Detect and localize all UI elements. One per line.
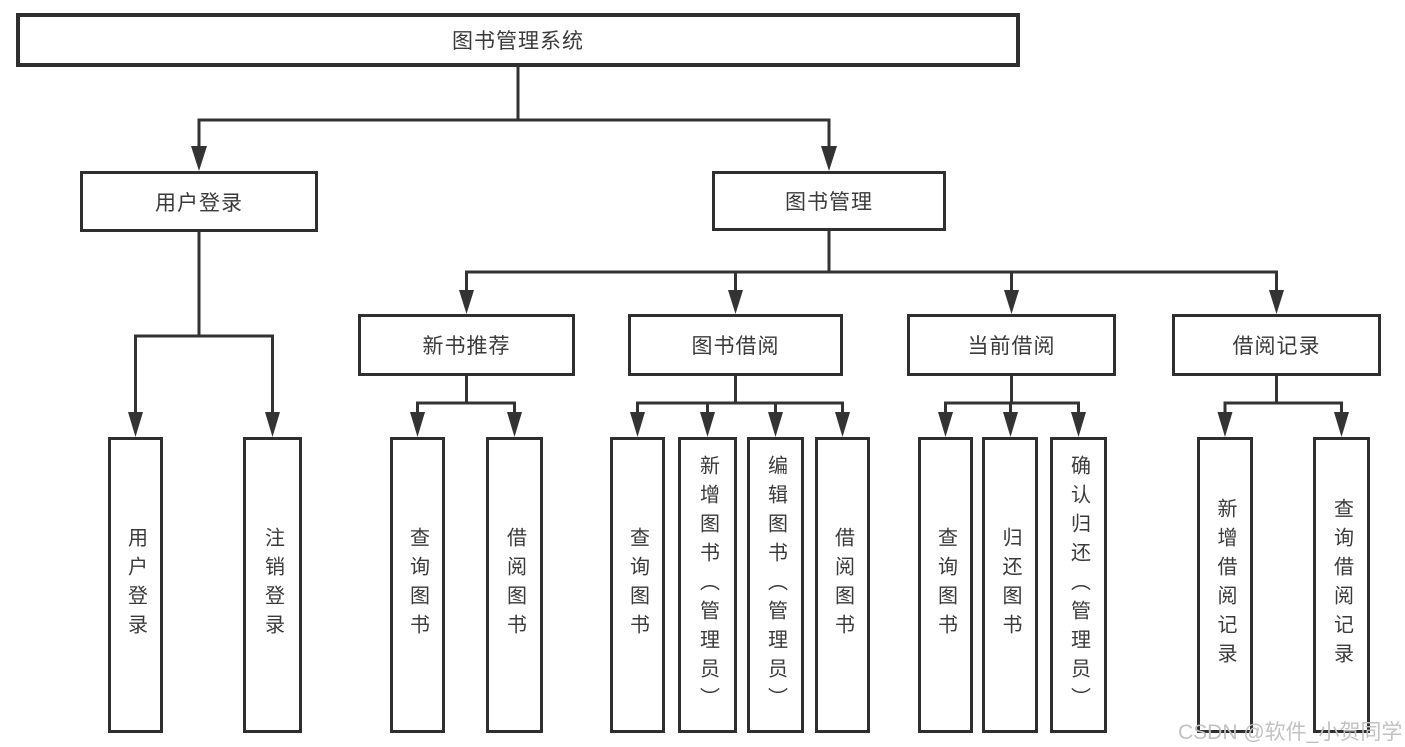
node-leaf-borrow-books-2-label: 借阅图书	[831, 527, 854, 643]
node-current-borrowing-label: 当前借阅	[967, 335, 1056, 358]
node-leaf-query-books-1-label: 查询图书	[406, 527, 429, 643]
csdn-watermark: CSDN @软件_小贺同学	[1178, 721, 1403, 744]
node-borrowing-records: 借阅记录	[1172, 314, 1381, 376]
node-leaf-return-books: 归还图书	[982, 437, 1038, 733]
node-borrowing-records-label: 借阅记录	[1232, 335, 1321, 358]
node-leaf-borrow-books-1-label: 借阅图书	[503, 527, 526, 643]
node-leaf-query-books-3: 查询图书	[918, 437, 973, 733]
node-new-book-recommend-label: 新书推荐	[422, 335, 511, 358]
node-leaf-query-borrow-record: 查询借阅记录	[1313, 437, 1370, 733]
node-leaf-borrow-books-2: 借阅图书	[815, 437, 870, 733]
node-leaf-query-books-3-label: 查询图书	[934, 527, 957, 643]
node-book-borrowing: 图书借阅	[628, 314, 843, 376]
node-leaf-edit-books-admin-label: 编辑图书（管理员）	[764, 454, 787, 716]
node-user-login-label: 用户登录	[155, 191, 243, 215]
node-leaf-confirm-return-admin-label: 确认归还（管理员）	[1067, 454, 1090, 716]
node-current-borrowing: 当前借阅	[907, 314, 1116, 376]
node-leaf-add-books-admin: 新增图书（管理员）	[678, 437, 737, 733]
node-leaf-return-books-label: 归还图书	[999, 527, 1021, 643]
node-leaf-add-borrow-record: 新增借阅记录	[1197, 437, 1253, 733]
node-book-management: 图书管理	[712, 171, 946, 231]
node-leaf-logout-label: 注销登录	[261, 527, 284, 643]
node-leaf-query-books-2-label: 查询图书	[626, 527, 649, 643]
node-book-borrowing-label: 图书借阅	[691, 335, 780, 358]
node-leaf-add-borrow-record-label: 新增借阅记录	[1214, 498, 1236, 672]
node-leaf-query-books-2: 查询图书	[610, 437, 665, 733]
node-leaf-user-login-label: 用户登录	[124, 527, 147, 643]
node-leaf-user-login: 用户登录	[108, 437, 163, 733]
node-root-label: 图书管理系统	[452, 30, 584, 53]
node-leaf-query-books-1: 查询图书	[390, 437, 445, 733]
node-leaf-query-borrow-record-label: 查询借阅记录	[1330, 498, 1353, 672]
node-user-login: 用户登录	[80, 171, 318, 232]
node-new-book-recommend: 新书推荐	[358, 314, 575, 376]
node-leaf-edit-books-admin: 编辑图书（管理员）	[747, 437, 804, 733]
node-leaf-confirm-return-admin: 确认归还（管理员）	[1050, 437, 1107, 733]
node-book-management-label: 图书管理	[785, 191, 873, 214]
node-root-system: 图书管理系统	[16, 13, 1020, 67]
node-leaf-logout: 注销登录	[243, 437, 302, 733]
node-leaf-borrow-books-1: 借阅图书	[486, 437, 543, 733]
node-leaf-add-books-admin-label: 新增图书（管理员）	[696, 454, 719, 716]
